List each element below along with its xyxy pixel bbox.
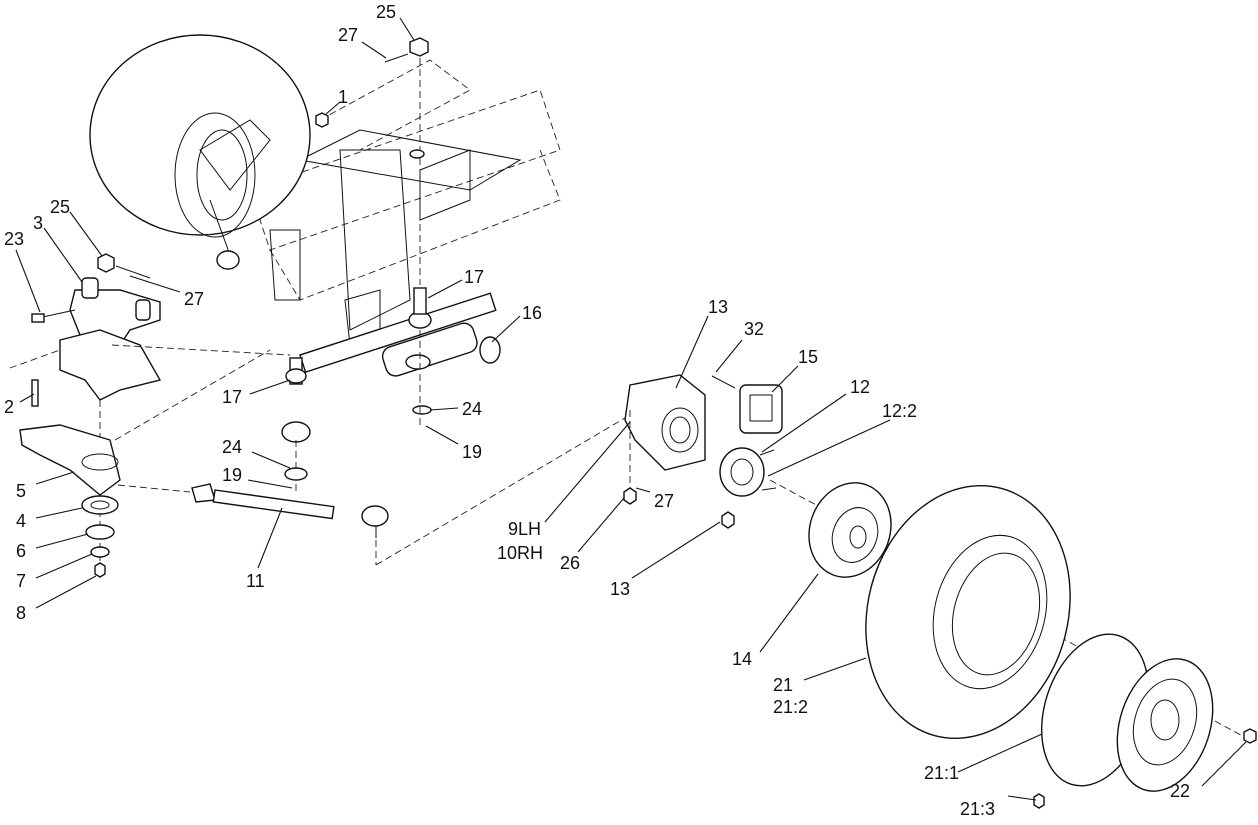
leader-lines [15, 17, 1247, 801]
callout-2: 2 [4, 397, 15, 417]
callout-14: 14 [732, 649, 753, 669]
callout-25-top: 25 [376, 2, 397, 22]
tire [865, 484, 1071, 740]
callout-27-right: 27 [654, 491, 675, 511]
callout-19-mid: 19 [222, 465, 243, 485]
callout-10rh: 10RH [497, 543, 544, 563]
knuckle-and-caliper [623, 374, 783, 529]
tie-rod-assembly [191, 414, 631, 566]
callout-27-left: 27 [184, 289, 205, 309]
callout-19-right: 19 [462, 442, 483, 462]
callout-6: 6 [16, 541, 27, 561]
callout-17-right: 17 [464, 267, 485, 287]
callout-13-bottom: 13 [610, 579, 631, 599]
callout-23: 23 [4, 229, 25, 249]
top-nut-assembly [315, 37, 429, 285]
callout-17-mid: 17 [222, 387, 243, 407]
callout-21-1: 21:1 [924, 763, 960, 783]
callout-26: 26 [560, 553, 581, 573]
steering-cylinder-assembly [281, 287, 501, 495]
callout-12-2: 12:2 [882, 401, 918, 421]
callout-7: 7 [16, 571, 27, 591]
callout-25-left: 25 [50, 197, 71, 217]
callout-8: 8 [16, 603, 27, 623]
callout-9lh: 9LH [508, 519, 542, 539]
callout-21: 21 [773, 675, 794, 695]
callout-12: 12 [850, 377, 871, 397]
callout-32: 32 [744, 319, 765, 339]
callout-15: 15 [798, 347, 819, 367]
rear-wheel-background [89, 34, 311, 270]
brake-rotor [808, 482, 892, 578]
chassis-frame [249, 59, 561, 346]
callout-4: 4 [16, 511, 27, 531]
callout-5: 5 [16, 481, 27, 501]
callout-24-right: 24 [462, 399, 483, 419]
left-spindle-assembly [9, 253, 291, 578]
callout-3: 3 [33, 213, 44, 233]
callout-16: 16 [522, 303, 543, 323]
callout-13-top: 13 [708, 297, 729, 317]
callout-11: 11 [246, 571, 265, 591]
callout-21-2: 21:2 [773, 697, 809, 717]
callout-1: 1 [338, 87, 349, 107]
callout-21-3: 21:3 [960, 799, 996, 819]
callout-27-top: 27 [338, 25, 359, 45]
wheel-rim [1033, 633, 1257, 809]
callout-24-mid: 24 [222, 437, 243, 457]
callout-22: 22 [1170, 781, 1191, 801]
